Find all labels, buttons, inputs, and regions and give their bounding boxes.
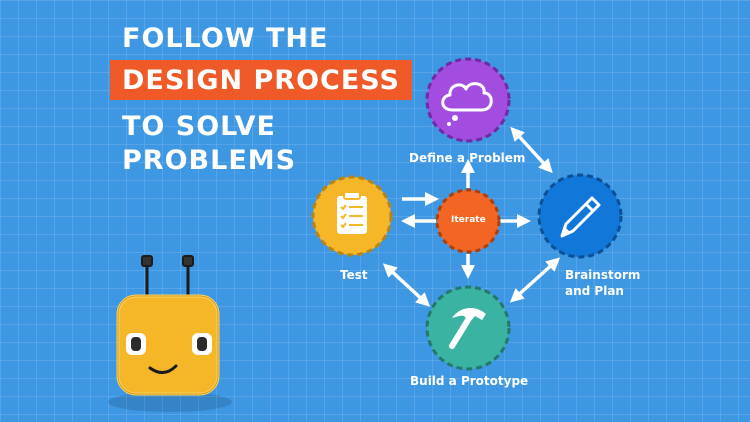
- robot-eye-right: [192, 333, 212, 355]
- robot-mascot: [108, 255, 232, 412]
- arrow-define-brainstorm: [510, 126, 553, 174]
- node-define-problem: [425, 57, 511, 143]
- node-build-prototype: [425, 285, 511, 371]
- robot-antenna-left: [141, 255, 153, 267]
- clipboard-icon: [337, 191, 367, 234]
- define-problem-label: Define a Problem: [409, 151, 526, 165]
- pencil-icon: [560, 196, 601, 238]
- robot-smile: [148, 364, 178, 374]
- iterate-label: Iterate: [451, 215, 486, 225]
- headline-line-1: FOLLOW THE: [122, 23, 329, 54]
- node-test: [311, 175, 393, 257]
- hammer-icon: [449, 308, 486, 349]
- thought-cloud-icon: [441, 82, 493, 126]
- headline-line-4: PROBLEMS: [122, 145, 297, 176]
- test-label: Test: [340, 268, 368, 282]
- arrow-prototype-test: [382, 263, 431, 307]
- headline-line-3: TO SOLVE: [122, 111, 276, 142]
- node-brainstorm: [537, 173, 623, 259]
- node-iterate-center: [435, 188, 501, 254]
- robot-eye-left: [126, 333, 146, 355]
- brainstorm-label-line1: Brainstorm: [565, 268, 641, 282]
- headline-highlight: DESIGN PROCESS: [110, 60, 412, 100]
- arrow-brainstorm-prototype: [509, 257, 561, 303]
- robot-antenna-right: [182, 255, 194, 267]
- build-prototype-label: Build a Prototype: [410, 374, 529, 388]
- brainstorm-label-line2: and Plan: [565, 284, 624, 298]
